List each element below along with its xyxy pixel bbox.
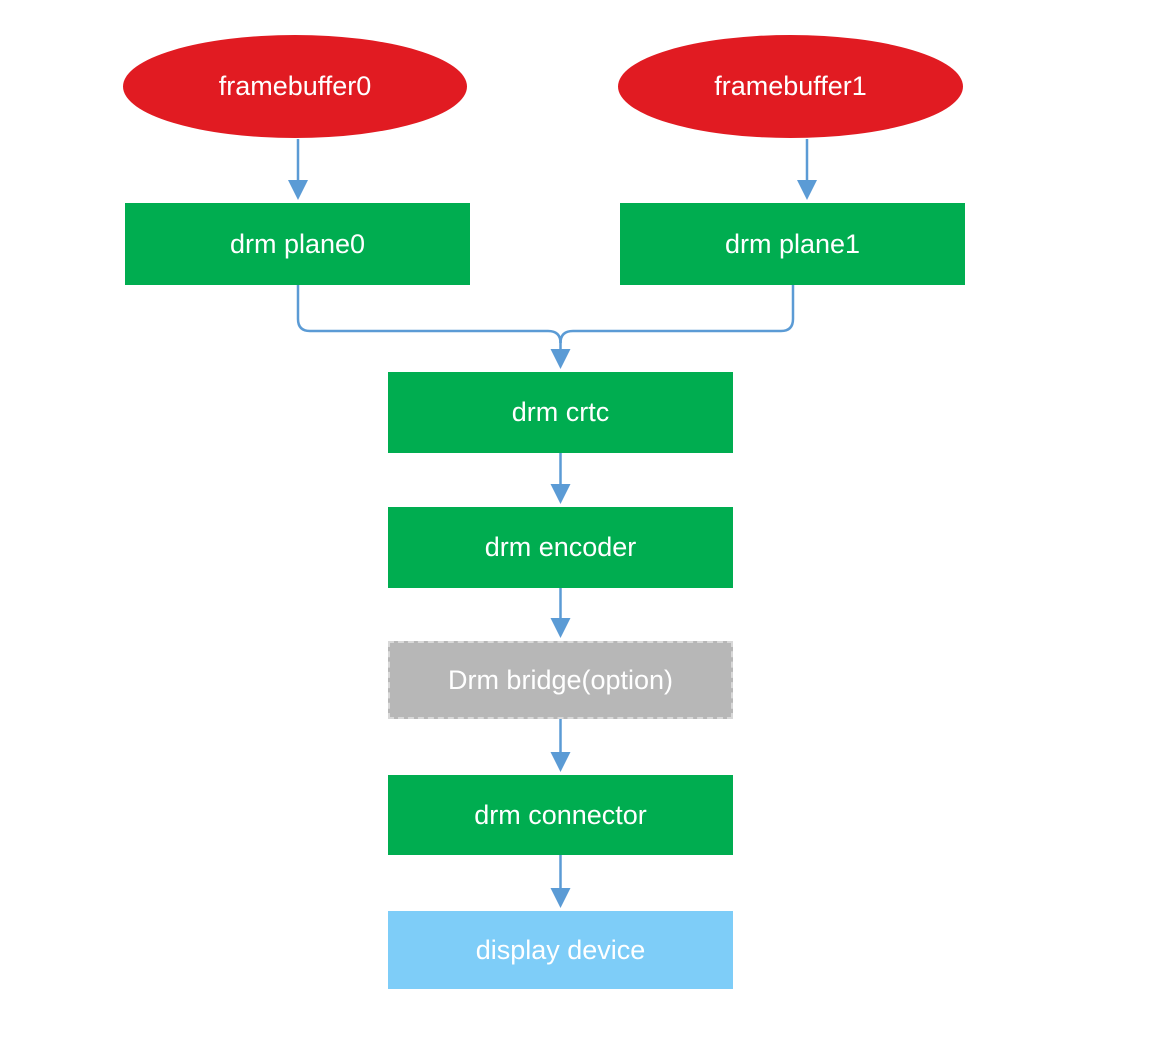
node-framebuffer0-label: framebuffer0: [218, 71, 372, 101]
node-drm-plane0-label: drm plane0: [229, 228, 366, 259]
connector-plane0-to-crtc: [296, 285, 562, 344]
node-drm-plane1: drm plane1: [620, 203, 965, 285]
node-drm-connector-label: drm connector: [474, 799, 647, 830]
node-drm-plane0: drm plane0: [125, 203, 470, 285]
node-drm-crtc-label: drm crtc: [511, 397, 610, 427]
node-drm-encoder-label: drm encoder: [484, 532, 637, 562]
node-drm-bridge-label: Drm bridge(option): [447, 664, 674, 695]
node-drm-encoder: drm encoder: [388, 507, 733, 588]
node-drm-bridge: Drm bridge(option): [388, 641, 733, 719]
node-drm-connector: drm connector: [388, 775, 733, 855]
node-drm-plane1-label: drm plane1: [724, 228, 861, 259]
node-display-device: display device: [388, 911, 733, 989]
node-framebuffer1-label: framebuffer1: [714, 71, 867, 101]
node-framebuffer0: framebuffer0: [123, 35, 467, 138]
node-framebuffer1: framebuffer1: [618, 35, 963, 138]
connector-plane1-to-crtc: [559, 285, 795, 344]
node-drm-crtc: drm crtc: [388, 372, 733, 453]
node-display-device-label: display device: [475, 934, 646, 965]
